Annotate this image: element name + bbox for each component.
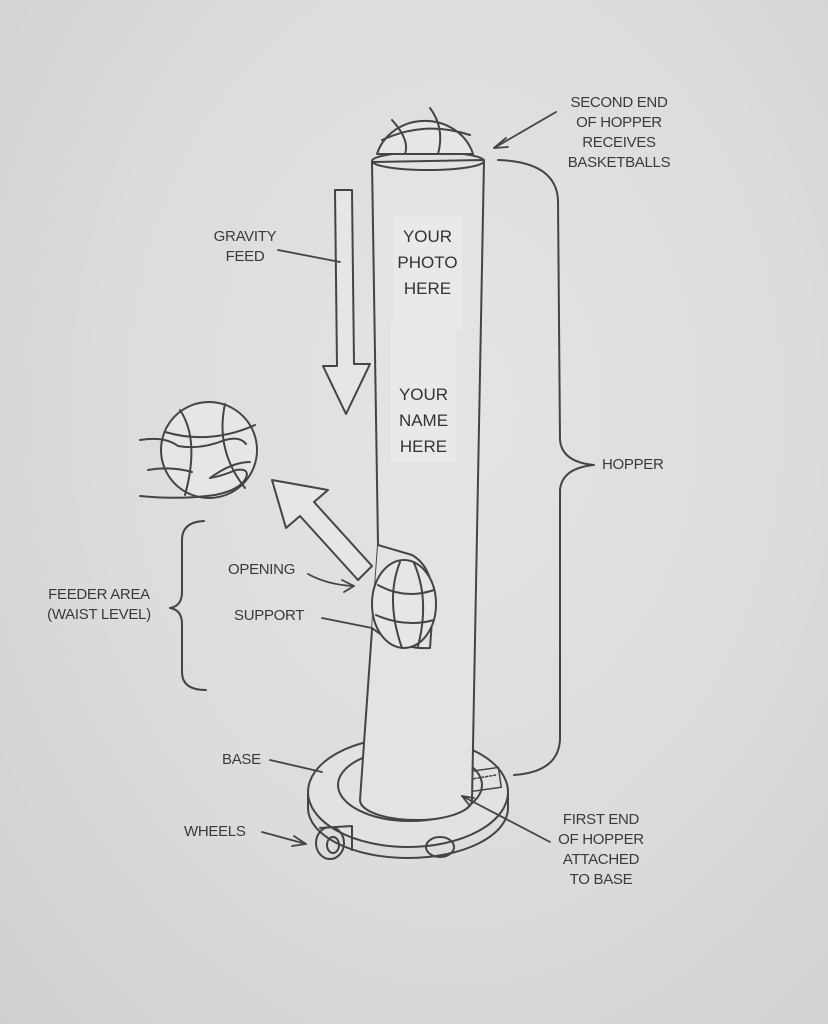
second-end-leader [493,111,557,149]
support-leader [321,617,373,629]
wheel-right-icon [425,836,455,858]
label-line: ATTACHED [562,851,640,868]
feeder-area-label: FEEDER AREA (WAIST LEVEL) [30,585,168,625]
label-line: GRAVITY [213,228,277,245]
feeder-brace [169,520,207,691]
label-line: FEED [225,248,265,265]
base-leader [269,759,323,773]
hopper-brace [497,159,595,776]
first-end-label: FIRST END OF HOPPER ATTACHED TO BASE [540,810,662,890]
hopper-label: HOPPER [602,456,664,473]
photo-placeholder: YOUR PHOTO HERE [393,216,462,330]
label-line: OF HOPPER [558,831,644,848]
wheel-left-icon [315,825,353,860]
label-line: OF HOPPER [576,114,662,131]
name-placeholder: YOUR NAME HERE [391,322,456,462]
first-end-leader [461,795,551,843]
wheels-leader [261,831,307,845]
gravity-feed-leader [277,249,341,263]
name-placeholder-line: NAME [398,411,449,430]
support-label: SUPPORT [234,607,305,624]
opening-leader [307,573,355,587]
hand-ball-icon [139,401,258,499]
photo-placeholder-line: PHOTO [397,253,458,272]
label-line: (WAIST LEVEL) [47,606,151,623]
opening-label: OPENING [228,561,296,578]
name-placeholder-line: YOUR [398,385,449,404]
pass-arrow [271,479,373,581]
gravity-feed-label: GRAVITY FEED [200,227,290,267]
label-line: FIRST END [562,811,640,828]
name-placeholder-line: HERE [399,437,448,456]
label-line: RECEIVES [582,134,656,151]
gravity-feed-arrow [322,189,371,415]
label-line: SECOND END [570,94,668,111]
label-line: BASKETBALLS [567,154,671,171]
label-line: TO BASE [569,871,633,888]
wheels-label: WHEELS [184,823,246,840]
label-line: FEEDER AREA [48,586,150,603]
photo-placeholder-line: HERE [403,279,452,298]
photo-placeholder-line: YOUR [402,227,453,246]
second-end-label: SECOND END OF HOPPER RECEIVES BASKETBALL… [552,93,686,173]
feeder-ball-icon [371,544,437,650]
leader-lines [261,111,557,847]
top-basketball-icon [376,107,474,155]
base-label: BASE [222,751,261,768]
